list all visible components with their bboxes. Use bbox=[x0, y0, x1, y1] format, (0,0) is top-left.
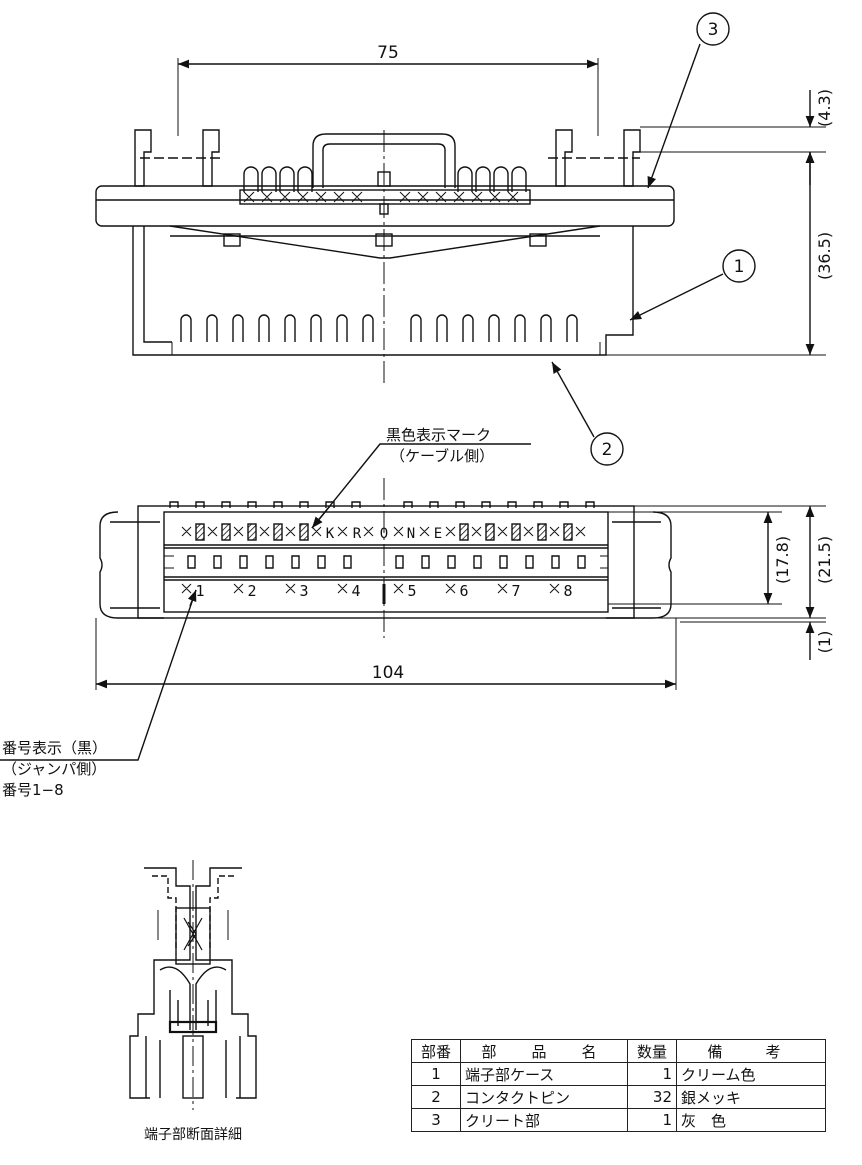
callout-2-circle bbox=[590, 432, 624, 466]
part-no: 1 bbox=[411, 1062, 461, 1086]
detail-caption: 端子部断面詳細 bbox=[144, 1127, 242, 1143]
header-part-no: 部番 bbox=[411, 1039, 461, 1063]
callout-1-circle bbox=[722, 249, 756, 283]
krone-letter: E bbox=[434, 526, 442, 542]
cable-side-note: （ケーブル側） bbox=[390, 447, 494, 465]
part-name: クリート部 bbox=[460, 1108, 628, 1132]
terminal-section-detail bbox=[129, 860, 257, 1110]
table-row: 3 クリート部 1 灰 色 bbox=[411, 1108, 826, 1132]
terminal-number: 8 bbox=[563, 582, 572, 600]
front-view bbox=[95, 12, 826, 466]
krone-letter: O bbox=[380, 526, 388, 542]
header-part-name: 部 品 名 bbox=[460, 1039, 628, 1063]
parts-table-header: 部番 部 品 名 数量 備 考 bbox=[411, 1039, 826, 1063]
part-name: 端子部ケース bbox=[460, 1062, 628, 1086]
callout-3-circle bbox=[696, 12, 730, 46]
part-no: 2 bbox=[411, 1085, 461, 1109]
plan-view bbox=[0, 443, 826, 761]
terminal-number: 1 bbox=[195, 582, 204, 600]
part-qty: 32 bbox=[627, 1085, 677, 1109]
part-no: 3 bbox=[411, 1108, 461, 1132]
part-note: 銀メッキ bbox=[676, 1085, 826, 1109]
callout-3-label: 3 bbox=[708, 20, 719, 40]
terminal-number: 6 bbox=[459, 582, 468, 600]
callout-2-label: 2 bbox=[602, 440, 613, 460]
terminal-number: 2 bbox=[247, 582, 256, 600]
black-mark-note: 黒色表示マーク bbox=[386, 426, 491, 444]
number-display-note: 番号表示（黒） bbox=[2, 739, 107, 757]
part-name: コンタクトピン bbox=[460, 1085, 628, 1109]
header-quantity: 数量 bbox=[627, 1039, 677, 1063]
dim-36-5-text: (36.5) bbox=[815, 232, 834, 280]
part-qty: 1 bbox=[627, 1062, 677, 1086]
terminal-number: 7 bbox=[511, 582, 520, 600]
header-remarks: 備 考 bbox=[676, 1039, 826, 1063]
table-row: 2 コンタクトピン 32 銀メッキ bbox=[411, 1085, 826, 1109]
terminal-number: 3 bbox=[299, 582, 308, 600]
part-note: クリーム色 bbox=[676, 1062, 826, 1086]
number-range-note: 番号1−8 bbox=[2, 781, 64, 799]
terminal-number: 5 bbox=[407, 582, 416, 600]
part-qty: 1 bbox=[627, 1108, 677, 1132]
krone-letter: R bbox=[353, 526, 362, 542]
part-note: 灰 色 bbox=[676, 1108, 826, 1132]
drawing-texts: 75 104 (4.3) (36.5) (17.8) (21.5) (1) 3 … bbox=[2, 20, 834, 1143]
krone-letter: N bbox=[407, 526, 415, 542]
dim-21-5-text: (21.5) bbox=[815, 536, 834, 584]
dim-75-text: 75 bbox=[377, 43, 399, 63]
parts-table: 部番 部 品 名 数量 備 考 1 端子部ケース 1 クリーム色 2 コンタクト… bbox=[411, 1039, 826, 1132]
table-row: 1 端子部ケース 1 クリーム色 bbox=[411, 1062, 826, 1086]
dim-104-text: 104 bbox=[372, 663, 404, 683]
callout-1-label: 1 bbox=[734, 257, 745, 277]
jumper-side-note: （ジャンパ側） bbox=[2, 760, 106, 778]
dim-4-3-text: (4.3) bbox=[815, 89, 834, 127]
dim-17-8-text: (17.8) bbox=[773, 536, 792, 584]
krone-letter: K bbox=[326, 526, 335, 542]
dim-1-text: (1) bbox=[815, 631, 834, 654]
terminal-number: 4 bbox=[351, 582, 360, 600]
